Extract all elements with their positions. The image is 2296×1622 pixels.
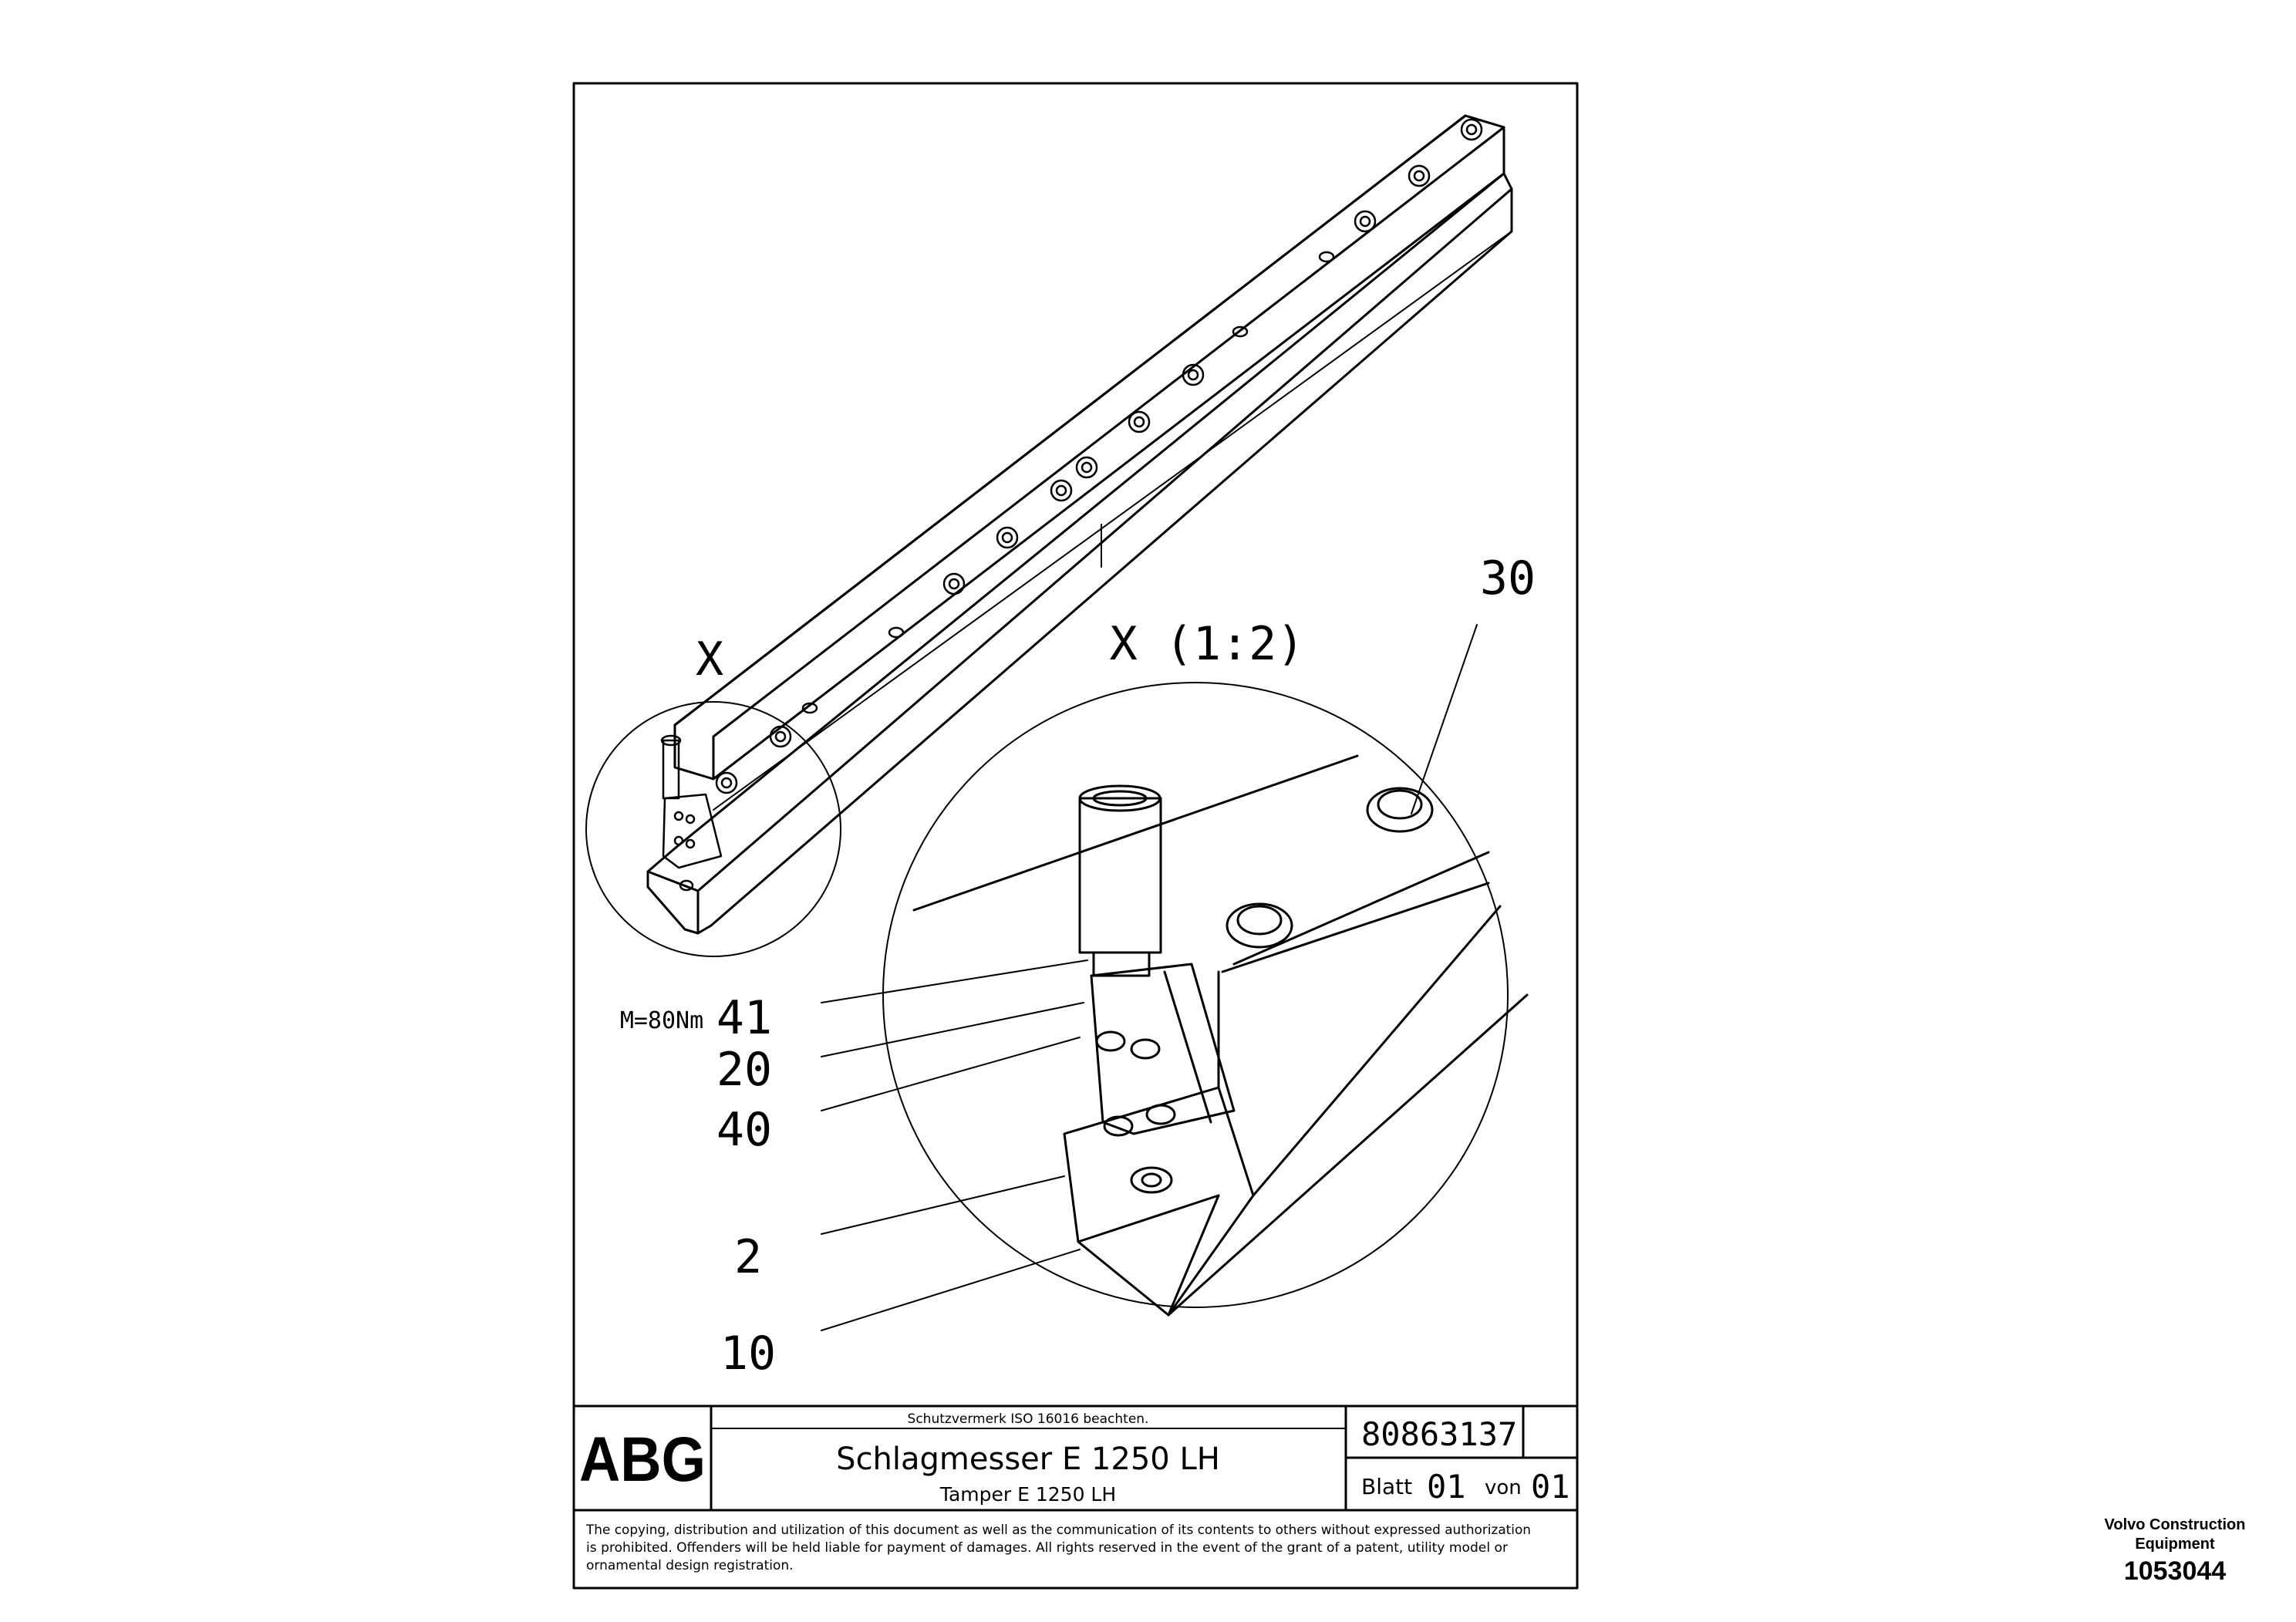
callout-41: 41 — [716, 991, 772, 1045]
callout-10: 10 — [720, 1327, 776, 1381]
title-german: Schlagmesser E 1250 LH — [836, 1442, 1220, 1477]
leader-lines — [821, 624, 1478, 1331]
detail-marker-circle — [585, 701, 841, 957]
callout-40: 40 — [716, 1103, 772, 1157]
callout-30: 30 — [1480, 551, 1536, 605]
abg-logo: ABG — [579, 1423, 706, 1495]
protection-note: Schutzvermerk ISO 16016 beachten. — [908, 1411, 1149, 1427]
manufacturer-label: Volvo Construction Equipment — [2104, 1516, 2246, 1553]
callout-2: 2 — [734, 1230, 762, 1284]
detail-marker-label: X — [696, 632, 723, 686]
drawing-frame — [572, 82, 1579, 1590]
legal-notice-line-2: is prohibited. Offenders will be held li… — [586, 1540, 1508, 1556]
callout-20: 20 — [716, 1043, 772, 1097]
document-id: 1053044 — [2123, 1556, 2227, 1586]
sheet-label: Blatt — [1361, 1474, 1412, 1499]
title-english: Tamper E 1250 LH — [939, 1483, 1116, 1506]
sheet-total: 01 — [1531, 1468, 1570, 1506]
tamper-bar-overview — [646, 114, 1513, 935]
detail-view — [882, 682, 1529, 1317]
of-label: von — [1485, 1476, 1522, 1499]
legal-notice-line-3: ornamental design registration. — [586, 1558, 794, 1573]
drawing-number: 80863137 — [1361, 1415, 1517, 1453]
torque-note: M=80Nm — [620, 1007, 703, 1034]
detail-view-title: X (1:2) — [1110, 617, 1305, 671]
sheet-number: 01 — [1427, 1468, 1466, 1506]
title-block-frame — [572, 1404, 1579, 1512]
legal-notice-line-1: The copying, distribution and utilizatio… — [585, 1523, 1531, 1538]
